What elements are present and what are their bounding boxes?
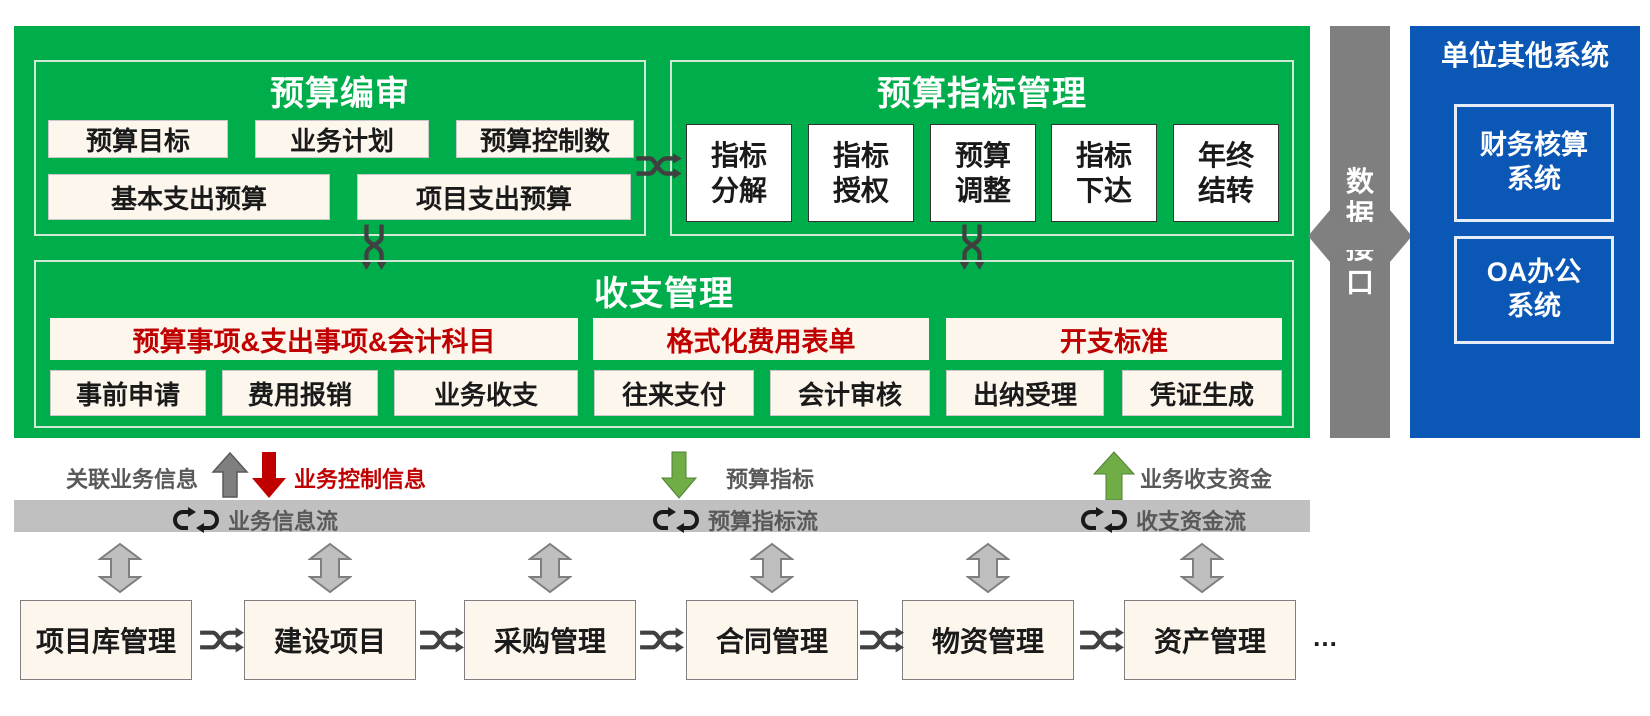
indicator-box-2: 指标 授权: [808, 124, 914, 222]
voucher-generation-box: 凭证生成: [1122, 370, 1282, 416]
indicator-box-1: 指标 分解: [686, 124, 792, 222]
other-systems-title: 单位其他系统: [1440, 40, 1609, 71]
funds-flow-label: 收支资金流: [1136, 509, 1247, 534]
cashier-acceptance-box: 出纳受理: [946, 370, 1104, 416]
indicator-box-4: 指标 下达: [1051, 124, 1157, 222]
down-arrow-green-icon: [660, 451, 698, 499]
updown-arrow-icon: [308, 542, 352, 594]
link-icon-module-1-2: [198, 626, 244, 654]
cycle-icon: [172, 507, 220, 533]
updown-arrow-icon: [966, 542, 1010, 594]
project-expense-budget-box: 项目支出预算: [357, 174, 631, 220]
business-income-box: 业务收支: [394, 370, 578, 416]
matters-subjects-header: 预算事项&支出事项&会计科目: [50, 318, 578, 360]
budget-review-title: 预算编审: [270, 75, 410, 113]
indicator-box-4-line2: 下达: [1075, 175, 1132, 206]
control-info-label: 业务控制信息: [294, 467, 427, 492]
oa-system-box: OA办公 系统: [1454, 236, 1614, 344]
data-interface-char-4: 口: [1345, 266, 1374, 298]
link-icon-module-5-6: [1078, 626, 1124, 654]
business-plan-box: 业务计划: [255, 120, 429, 158]
indicator-mgmt-title: 预算指标管理: [877, 75, 1087, 113]
transfer-payment-box: 往来支付: [594, 370, 754, 416]
module-materials: 物资管理: [902, 600, 1074, 680]
indicator-box-1-line2: 分解: [710, 175, 767, 206]
other-systems-panel: [1410, 26, 1640, 438]
link-icon-module-3-4: [638, 626, 684, 654]
expense-form-header: 格式化费用表单: [593, 318, 929, 360]
indicator-flow: 预算指标流: [652, 504, 818, 536]
cycle-icon: [652, 507, 700, 533]
budget-control-box: 预算控制数: [456, 120, 634, 158]
indicator-box-5-line2: 结转: [1197, 175, 1254, 206]
budget-target-box: 预算目标: [48, 120, 228, 158]
updown-arrow-icon: [1180, 542, 1224, 594]
basic-expense-budget-box: 基本支出预算: [48, 174, 330, 220]
expense-standard-header: 开支标准: [946, 318, 1282, 360]
oa-system-line1: OA办公: [1486, 257, 1582, 288]
module-contract: 合同管理: [686, 600, 858, 680]
finance-accounting-system-box: 财务核算 系统: [1454, 104, 1614, 222]
income-expense-title: 收支管理: [594, 275, 734, 313]
indicator-box-3: 预算 调整: [930, 124, 1036, 222]
indicator-box-1-line1: 指标: [710, 140, 767, 171]
indicator-box-5: 年终 结转: [1173, 124, 1279, 222]
oa-system-line2: 系统: [1507, 291, 1561, 321]
link-icon-module-4-5: [858, 626, 904, 654]
pre-application-box: 事前申请: [50, 370, 206, 416]
indicator-box-2-line2: 授权: [832, 175, 889, 206]
finance-system-line1: 财务核算: [1480, 130, 1588, 161]
link-icon-module-2-3: [418, 626, 464, 654]
budget-system-panel: [14, 26, 1310, 438]
left-right-arrow-icon: [1308, 210, 1412, 262]
indicator-flow-label: 预算指标流: [708, 509, 819, 534]
updown-arrow-icon: [750, 542, 794, 594]
related-info-label: 关联业务信息: [66, 467, 199, 492]
finance-system-line2: 系统: [1507, 164, 1561, 194]
module-project-library: 项目库管理: [20, 600, 192, 680]
indicator-box-4-line1: 指标: [1075, 140, 1132, 171]
link-icon-review-indicator: [634, 152, 682, 180]
data-interface-char-1: 数: [1345, 165, 1374, 197]
updown-arrow-icon: [98, 542, 142, 594]
module-construction-project: 建设项目: [244, 600, 416, 680]
funds-flow: 收支资金流: [1080, 504, 1246, 536]
module-assets: 资产管理: [1124, 600, 1296, 680]
funds-label: 业务收支资金: [1140, 467, 1273, 492]
module-procurement: 采购管理: [464, 600, 636, 680]
down-arrow-red-icon: [252, 452, 286, 498]
cycle-icon: [1080, 507, 1128, 533]
up-arrow-green-icon: [1092, 451, 1136, 501]
indicator-box-2-line1: 指标: [832, 140, 889, 171]
indicator-box-3-line2: 调整: [954, 175, 1011, 206]
business-info-flow: 业务信息流: [172, 504, 338, 536]
accounting-review-box: 会计审核: [770, 370, 930, 416]
income-expense-frame: [34, 260, 1294, 428]
up-arrow-gray-icon: [211, 451, 249, 498]
updown-arrow-icon: [528, 542, 572, 594]
business-info-flow-label: 业务信息流: [228, 509, 339, 534]
indicator-box-5-line1: 年终: [1197, 140, 1254, 171]
indicator-mgmt-frame: [670, 60, 1294, 236]
indicator-box-3-line1: 预算: [954, 140, 1011, 171]
budget-indicator-label: 预算指标: [726, 467, 815, 492]
expense-reimbursement-box: 费用报销: [222, 370, 378, 416]
budget-review-frame: [34, 60, 646, 236]
more-modules-ellipsis: …: [1312, 622, 1338, 652]
